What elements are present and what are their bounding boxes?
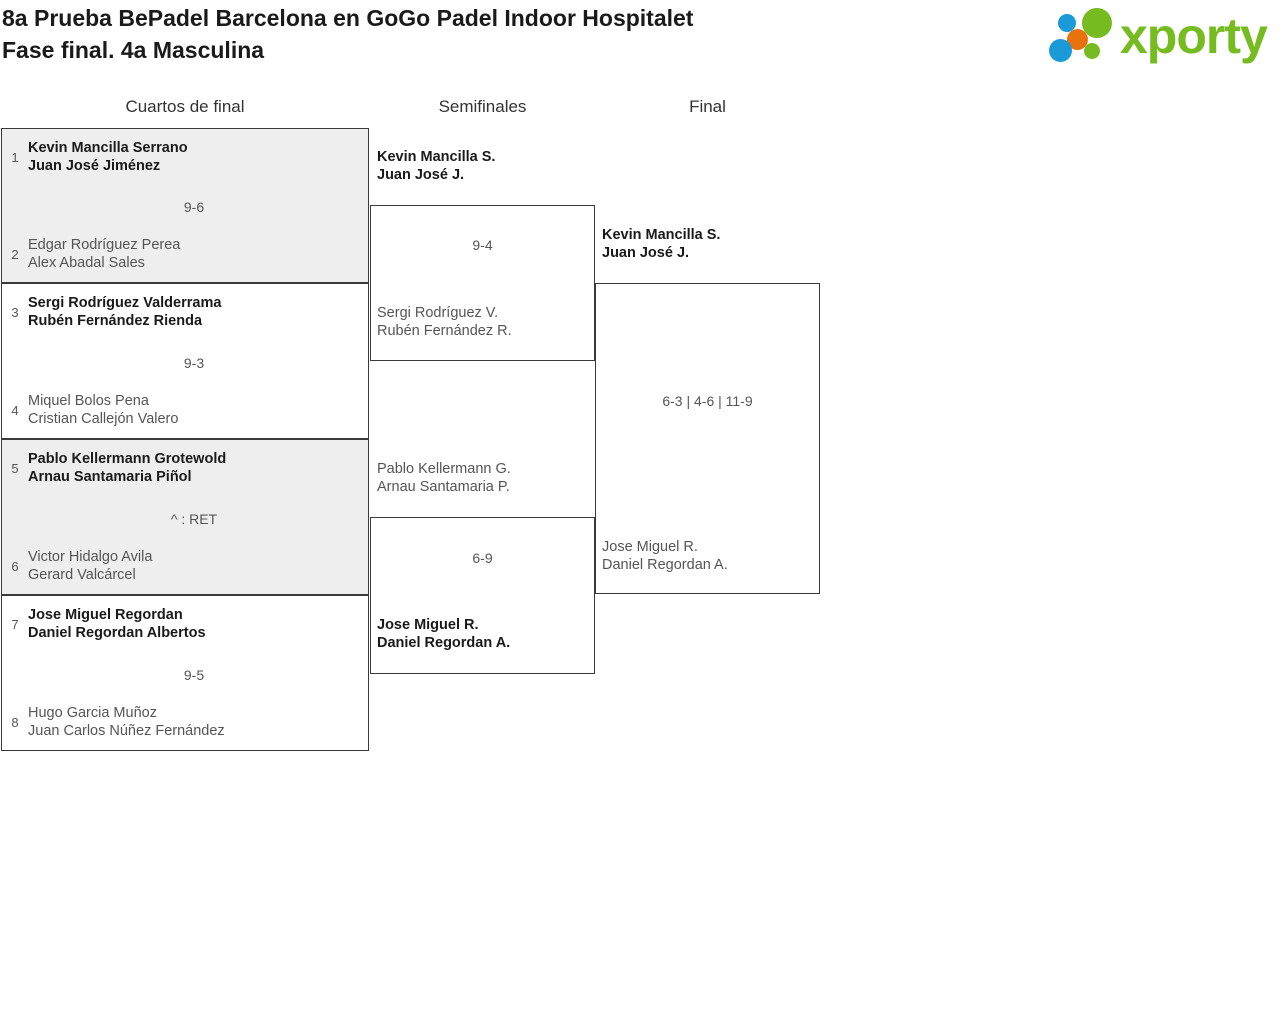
- seed-number: 4: [11, 402, 19, 418]
- seed-number: 5: [11, 460, 19, 476]
- column-header-quarterfinals: Cuartos de final: [125, 97, 245, 116]
- semifinal-1-team-top[interactable]: Kevin Mancilla S. Juan José J.: [377, 149, 496, 183]
- page-title: 8a Prueba BePadel Barcelona en GoGo Pade…: [2, 5, 694, 63]
- seed-number: 2: [11, 246, 19, 262]
- match-quarterfinal-4[interactable]: 7 Jose Miguel Regordan Daniel Regordan A…: [1, 595, 369, 751]
- seed-number: 8: [11, 714, 19, 730]
- match-quarterfinal-2[interactable]: 3 Sergi Rodríguez Valderrama Rubén Ferná…: [1, 283, 369, 439]
- logo-dots-icon: [1046, 6, 1130, 64]
- match-team-top[interactable]: 7 Jose Miguel Regordan Daniel Regordan A…: [2, 606, 368, 642]
- match-semifinal-2[interactable]: 6-9: [370, 517, 595, 674]
- match-score: 9-6: [183, 199, 205, 215]
- seed-number: 6: [11, 558, 19, 574]
- match-semifinal-1[interactable]: 9-4: [370, 205, 595, 361]
- semifinal-1-team-bottom[interactable]: Sergi Rodríguez V. Rubén Fernández R.: [377, 305, 512, 339]
- semifinal-2-team-top[interactable]: Pablo Kellermann G. Arnau Santamaria P.: [377, 461, 511, 495]
- page-header: 8a Prueba BePadel Barcelona en GoGo Pade…: [0, 0, 1280, 80]
- match-score: 9-5: [183, 667, 205, 683]
- match-team-bottom[interactable]: 8 Hugo Garcia Muñoz Juan Carlos Núñez Fe…: [2, 704, 368, 740]
- match-quarterfinal-3[interactable]: 5 Pablo Kellermann Grotewold Arnau Santa…: [1, 439, 369, 595]
- team-players: Jose Miguel Regordan Daniel Regordan Alb…: [28, 607, 206, 641]
- match-quarterfinal-1[interactable]: 1 Kevin Mancilla Serrano Juan José Jimén…: [1, 128, 369, 283]
- xporty-logo: xporty: [1046, 6, 1278, 66]
- match-team-top[interactable]: 5 Pablo Kellermann Grotewold Arnau Santa…: [2, 450, 368, 486]
- team-players: Kevin Mancilla Serrano Juan José Jiménez: [28, 140, 188, 174]
- match-score: 6-3 | 4-6 | 11-9: [662, 393, 753, 409]
- team-players: Sergi Rodríguez Valderrama Rubén Fernánd…: [28, 295, 222, 329]
- match-score: 9-3: [183, 355, 205, 371]
- match-team-bottom[interactable]: 6 Victor Hidalgo Avila Gerard Valcárcel: [2, 548, 368, 584]
- logo-wordmark: xporty: [1120, 8, 1268, 64]
- match-team-top[interactable]: 3 Sergi Rodríguez Valderrama Rubén Ferná…: [2, 294, 368, 330]
- match-team-top[interactable]: 1 Kevin Mancilla Serrano Juan José Jimén…: [2, 139, 368, 175]
- team-players: Pablo Kellermann Grotewold Arnau Santama…: [28, 451, 227, 485]
- semifinal-2-team-bottom[interactable]: Jose Miguel R. Daniel Regordan A.: [377, 617, 511, 651]
- match-team-bottom[interactable]: 2 Edgar Rodríguez Perea Alex Abadal Sale…: [2, 236, 368, 272]
- match-score: 6-9: [472, 550, 493, 566]
- match-score: ^ : RET: [170, 511, 218, 527]
- match-team-bottom[interactable]: 4 Miquel Bolos Pena Cristian Callejón Va…: [2, 392, 368, 428]
- seed-number: 7: [11, 616, 19, 632]
- match-score: 9-4: [472, 237, 493, 253]
- logo-dot-green-large: [1082, 8, 1112, 38]
- column-header-final: Final: [689, 97, 726, 116]
- logo-dot-orange: [1067, 29, 1088, 50]
- team-players: Hugo Garcia Muñoz Juan Carlos Núñez Fern…: [28, 705, 225, 739]
- logo-dot-blue-large: [1049, 39, 1072, 62]
- team-players: Miquel Bolos Pena Cristian Callejón Vale…: [28, 393, 179, 427]
- column-header-semifinals: Semifinales: [438, 97, 527, 116]
- final-team-bottom[interactable]: Jose Miguel R. Daniel Regordan A.: [602, 539, 728, 573]
- team-players: Victor Hidalgo Avila Gerard Valcárcel: [28, 549, 153, 583]
- logo-dot-green-small: [1084, 43, 1100, 59]
- seed-number: 1: [11, 149, 19, 165]
- match-final[interactable]: 6-3 | 4-6 | 11-9: [595, 283, 820, 594]
- logo-dot-blue-small: [1058, 14, 1076, 32]
- final-team-top[interactable]: Kevin Mancilla S. Juan José J.: [602, 227, 721, 261]
- seed-number: 3: [11, 304, 19, 320]
- team-players: Edgar Rodríguez Perea Alex Abadal Sales: [28, 237, 181, 271]
